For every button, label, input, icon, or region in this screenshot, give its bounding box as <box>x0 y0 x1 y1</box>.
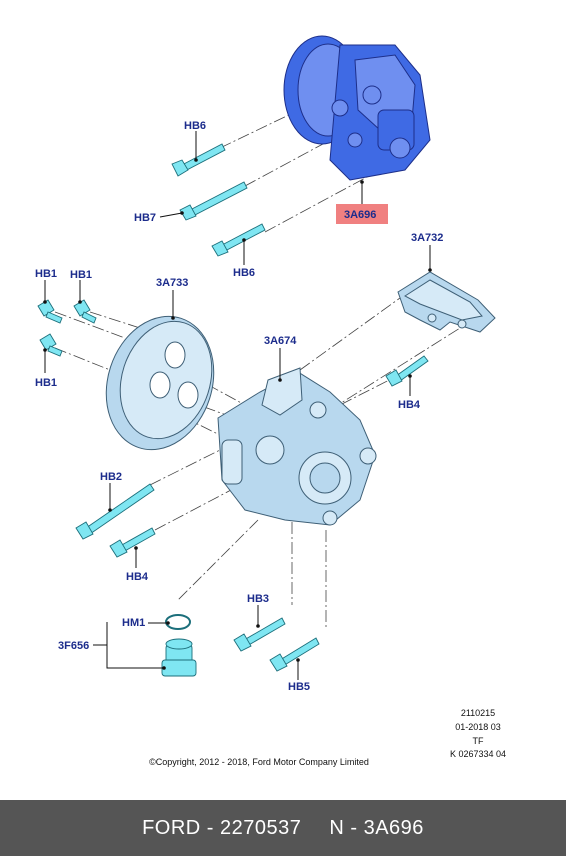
power-steering-pump-3a696 <box>283 35 431 181</box>
part-labels: HB6 HB7 HB6 3A696 3A732 HB1 HB1 HB1 3A73… <box>35 120 443 693</box>
label-3a732: 3A732 <box>411 232 443 244</box>
label-hb4-right: HB4 <box>398 399 421 411</box>
label-3a696: 3A696 <box>344 209 376 221</box>
label-hb6-bottom: HB6 <box>233 267 255 279</box>
footer-bar: FORD - 2270537 N - 3A696 <box>0 800 566 856</box>
bolt-hb6-top <box>171 143 226 177</box>
label-hb6-top: HB6 <box>184 120 206 132</box>
label-hb1-a: HB1 <box>35 268 57 280</box>
label-3a733: 3A733 <box>156 277 188 289</box>
label-hb1-c: HB1 <box>35 377 57 389</box>
footer-ref: N - 3A696 <box>329 816 424 839</box>
label-hb7: HB7 <box>134 212 156 224</box>
bolt-hb4-left <box>109 527 156 558</box>
leader-dots <box>43 158 432 670</box>
pulley-3a733 <box>105 315 215 451</box>
meta-line-4: K 0267334 04 <box>450 749 506 759</box>
label-hb1-b: HB1 <box>70 269 92 281</box>
copyright-text: ©Copyright, 2012 - 2018, Ford Motor Comp… <box>149 757 369 767</box>
label-hb5: HB5 <box>288 681 310 693</box>
bolt-hb2 <box>75 483 155 540</box>
label-hb2: HB2 <box>100 471 122 483</box>
meta-line-1: 2110215 <box>461 708 495 718</box>
label-hb3: HB3 <box>247 593 269 605</box>
drawing-metadata: 2110215 01-2018 03 TF K 0267334 04 <box>450 708 506 759</box>
bolt-hb3 <box>233 617 286 652</box>
label-hb4-left: HB4 <box>126 571 149 583</box>
bolt-hb5 <box>269 637 320 672</box>
leader-lines <box>44 131 431 680</box>
bolt-hb6-bottom <box>211 223 266 257</box>
exploded-parts-diagram: HB6 HB7 HB6 3A696 3A732 HB1 HB1 HB1 3A73… <box>35 35 506 767</box>
fitting-3f656 <box>161 638 197 677</box>
label-hm1: HM1 <box>122 617 145 629</box>
label-3f656: 3F656 <box>58 640 89 652</box>
bracket-3a732 <box>397 271 496 333</box>
o-ring-hm1 <box>165 614 191 630</box>
footer-brand-part: FORD - 2270537 <box>142 816 302 839</box>
pump-body-3a674 <box>217 367 377 526</box>
bolt-hb1-b <box>73 299 97 324</box>
bolt-hb7 <box>179 181 248 221</box>
bolt-hb1-c <box>39 333 63 357</box>
highlight-box-3a696 <box>336 204 388 224</box>
bolt-hb1-a <box>37 299 63 324</box>
meta-line-3: TF <box>473 736 484 746</box>
bolt-hb4-right <box>385 355 429 387</box>
meta-line-2: 01-2018 03 <box>455 722 501 732</box>
label-3a674: 3A674 <box>264 335 297 347</box>
